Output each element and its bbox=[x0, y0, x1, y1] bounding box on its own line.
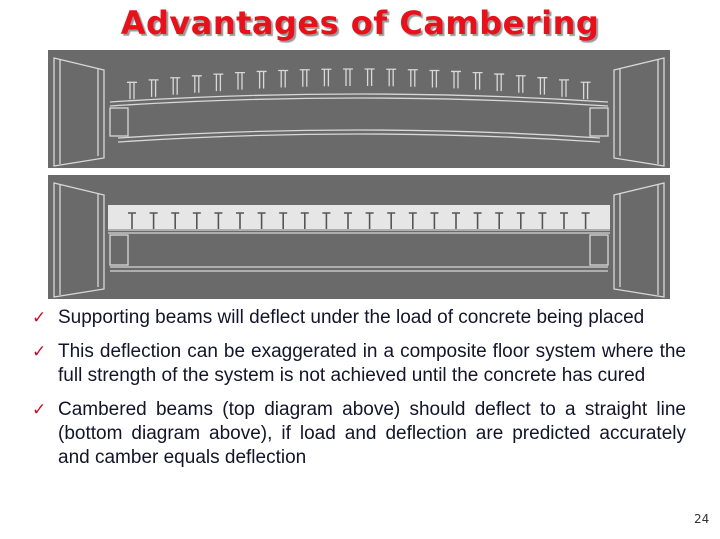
shear-stud bbox=[278, 69, 289, 88]
shear-stud bbox=[257, 212, 266, 229]
shear-stud bbox=[473, 212, 482, 229]
shear-stud bbox=[170, 77, 181, 95]
shear-stud bbox=[515, 75, 526, 93]
shear-stud bbox=[321, 68, 332, 87]
shear-stud bbox=[256, 70, 267, 89]
bullet-text: Cambered beams (top diagram above) shoul… bbox=[58, 399, 686, 468]
cambered-beam-diagram bbox=[48, 50, 670, 168]
shear-stud bbox=[191, 75, 202, 93]
left-connection-plate bbox=[109, 234, 129, 266]
shear-stud bbox=[537, 77, 548, 95]
beam-flanges bbox=[108, 229, 610, 272]
shear-stud bbox=[408, 212, 417, 229]
shear-stud bbox=[299, 69, 310, 87]
shear-stud bbox=[559, 79, 569, 97]
left-column-support bbox=[53, 57, 105, 167]
right-connection-plate bbox=[589, 107, 609, 137]
page-number: 24 bbox=[694, 512, 710, 526]
shear-stud bbox=[127, 81, 137, 100]
left-connection-plate bbox=[109, 107, 129, 137]
shear-stud bbox=[516, 212, 525, 229]
bullet-item: ✓ Supporting beams will deflect under the… bbox=[30, 306, 686, 330]
bullet-item: ✓ Cambered beams (top diagram above) shou… bbox=[30, 398, 686, 470]
shear-stud bbox=[429, 69, 440, 88]
top-flange bbox=[109, 93, 609, 107]
right-column-support bbox=[613, 182, 665, 298]
slide-title: Advantages of Cambering bbox=[120, 4, 600, 42]
bottom-flange bbox=[117, 129, 601, 143]
concrete-slab bbox=[108, 205, 610, 229]
right-connection-plate bbox=[589, 234, 609, 266]
bullet-text: Supporting beams will deflect under the … bbox=[58, 307, 645, 328]
right-column-support bbox=[613, 57, 665, 167]
deflected-beam-diagram bbox=[48, 175, 670, 299]
shear-stud bbox=[148, 79, 159, 97]
shear-stud bbox=[451, 70, 461, 89]
shear-stud bbox=[128, 212, 136, 229]
shear-stud bbox=[386, 68, 397, 87]
shear-stud bbox=[494, 73, 505, 92]
left-column-support bbox=[53, 182, 105, 298]
check-icon: ✓ bbox=[32, 342, 47, 362]
shear-stud bbox=[192, 212, 201, 229]
shear-stud bbox=[472, 71, 483, 90]
bullet-item: ✓ This deflection can be exaggerated in a… bbox=[30, 340, 686, 388]
shear-stud bbox=[580, 81, 591, 100]
shear-stud bbox=[560, 212, 568, 229]
shear-stud bbox=[452, 212, 460, 229]
shear-stud bbox=[407, 69, 418, 87]
shear-stud bbox=[300, 212, 309, 229]
check-icon: ✓ bbox=[32, 400, 47, 420]
shear-stud bbox=[149, 212, 158, 229]
bullet-list: ✓ Supporting beams will deflect under the… bbox=[30, 306, 686, 480]
cambered-beam-illustration bbox=[53, 57, 665, 167]
straight-beam-illustration bbox=[53, 182, 665, 298]
shear-stud bbox=[236, 212, 244, 229]
shear-stud bbox=[235, 72, 245, 90]
shear-stud bbox=[430, 212, 439, 229]
shear-stud bbox=[344, 212, 352, 229]
shear-stud bbox=[581, 212, 590, 229]
shear-stud bbox=[387, 212, 396, 229]
shear-stud bbox=[364, 68, 375, 87]
shear-stud bbox=[343, 68, 353, 87]
check-icon: ✓ bbox=[32, 308, 47, 328]
bullet-text: This deflection can be exaggerated in a … bbox=[58, 341, 686, 386]
shear-stud bbox=[213, 73, 224, 92]
shear-stud bbox=[171, 212, 180, 229]
shear-stud bbox=[495, 212, 504, 229]
shear-stud bbox=[538, 212, 547, 229]
shear-stud bbox=[365, 212, 374, 229]
shear-stud bbox=[214, 212, 223, 229]
shear-stud bbox=[279, 212, 288, 229]
shear-stud bbox=[322, 212, 331, 229]
